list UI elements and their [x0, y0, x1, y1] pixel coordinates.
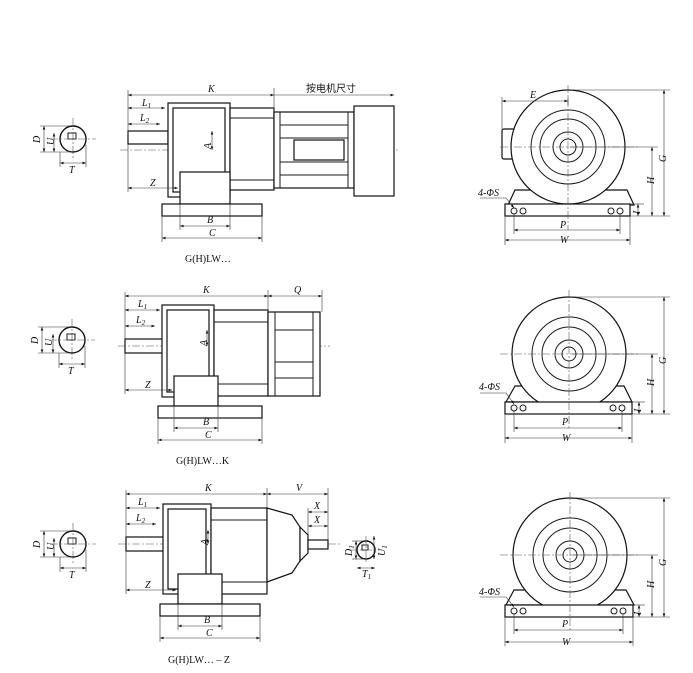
- svg-text:D1: D1: [344, 545, 356, 557]
- svg-text:L1: L1: [141, 98, 151, 110]
- row1-front-view: E G H I P W 4-ΦS: [478, 85, 670, 246]
- L1-sub: 1: [148, 102, 152, 110]
- U1-sub: 1: [381, 545, 389, 549]
- A-label-2: A: [199, 339, 210, 347]
- L2-label: L: [139, 113, 146, 124]
- holes-label-3: 4-ΦS: [479, 587, 500, 598]
- T-label-3: T: [69, 570, 76, 581]
- L1-label-2: L: [137, 299, 144, 310]
- G-label-2: G: [658, 357, 669, 364]
- W-label: W: [560, 235, 570, 246]
- svg-text:L2: L2: [135, 513, 146, 525]
- C-label: C: [209, 228, 216, 239]
- I-label: I: [632, 210, 643, 215]
- C-label-3: C: [206, 628, 213, 639]
- U-label-2: U: [44, 338, 55, 346]
- Z-label-3: Z: [145, 580, 151, 591]
- svg-text:L2: L2: [135, 315, 146, 327]
- T-label: T: [69, 165, 76, 176]
- H-label-3: H: [646, 580, 657, 589]
- L2-sub-2: 2: [142, 319, 146, 327]
- svg-text:L2: L2: [139, 113, 150, 125]
- C-label-2: C: [205, 430, 212, 441]
- P-label-3: P: [561, 619, 568, 630]
- H-label: H: [646, 176, 657, 185]
- W-label-2: W: [562, 433, 572, 444]
- X-label: X: [313, 501, 321, 512]
- H-label-2: H: [646, 378, 657, 387]
- row3-shaft-end-view: D U T: [32, 523, 96, 581]
- L2-sub: 2: [146, 117, 150, 125]
- row2-front-view: G H I P W 4-ΦS: [479, 290, 670, 444]
- I-label-3: I: [633, 611, 644, 616]
- T1-sub: 1: [368, 573, 372, 581]
- B-label: B: [207, 215, 213, 226]
- motor-size-label: 按电机尺寸: [306, 82, 356, 95]
- D1-sub: 1: [348, 545, 356, 549]
- W-label-3: W: [562, 637, 572, 648]
- row2-shaft-end-view: D U T: [30, 319, 95, 377]
- U-label-3: U: [46, 542, 57, 550]
- U1-label: U: [377, 548, 388, 556]
- row2-side-view: K Q L1 L2 Z A B C G(H)LW…K: [118, 285, 330, 467]
- A-label: A: [203, 142, 214, 150]
- T-label-2: T: [68, 366, 75, 377]
- K-label: K: [207, 84, 216, 95]
- G-label-3: G: [658, 559, 669, 566]
- Z-label: Z: [150, 178, 156, 189]
- svg-text:L1: L1: [137, 299, 147, 311]
- I-label-2: I: [633, 408, 644, 413]
- caption-view3: G(H)LW… – Z: [168, 655, 230, 666]
- P-label-2: P: [561, 417, 568, 428]
- caption-view2: G(H)LW…K: [176, 456, 230, 467]
- row1-shaft-end-view: D U T: [32, 118, 96, 176]
- svg-text:L1: L1: [137, 497, 147, 509]
- L2-sub-3: 2: [142, 517, 146, 525]
- B-label-2: B: [203, 417, 209, 428]
- caption-view1: G(H)LW…: [185, 254, 231, 265]
- L1-label-3: L: [137, 497, 144, 508]
- D-label-2: D: [30, 336, 41, 345]
- L1-sub-3: 1: [144, 501, 148, 509]
- K-label-3: K: [204, 483, 213, 494]
- svg-text:U1: U1: [377, 545, 389, 556]
- holes-label-2: 4-ΦS: [479, 382, 500, 393]
- L1-sub-2: 1: [144, 303, 148, 311]
- row3-front-view: G H I P W 4-ΦS: [479, 492, 670, 648]
- holes-label: 4-ΦS: [478, 188, 499, 199]
- A-label-3: A: [200, 538, 211, 546]
- row1-side-view: K 按电机尺寸 L1 L2 Z A B C G(H)LW…: [120, 82, 400, 265]
- L2-label-2: L: [135, 315, 142, 326]
- row3-small-shaft-view: D1 U1 T1: [344, 536, 389, 581]
- K-label-2: K: [202, 285, 211, 296]
- D-label: D: [32, 135, 43, 144]
- row3-side-view: K V X X L1 L2 Z A B C G(H)LW… – Z: [118, 483, 340, 666]
- E-label: E: [529, 90, 536, 101]
- P-label: P: [559, 220, 566, 231]
- Z-label-2: Z: [145, 380, 151, 391]
- Q-label: Q: [294, 285, 302, 296]
- D-label-3: D: [32, 540, 43, 549]
- B-label-3: B: [204, 615, 210, 626]
- G-label: G: [658, 155, 669, 162]
- X-label-2: X: [313, 515, 321, 526]
- T1-label: T: [362, 569, 369, 580]
- svg-text:T1: T1: [362, 569, 371, 581]
- L1-label: L: [141, 98, 148, 109]
- V-label: V: [296, 483, 304, 494]
- L2-label-3: L: [135, 513, 142, 524]
- D1-label: D: [344, 548, 355, 557]
- U-label: U: [46, 137, 57, 145]
